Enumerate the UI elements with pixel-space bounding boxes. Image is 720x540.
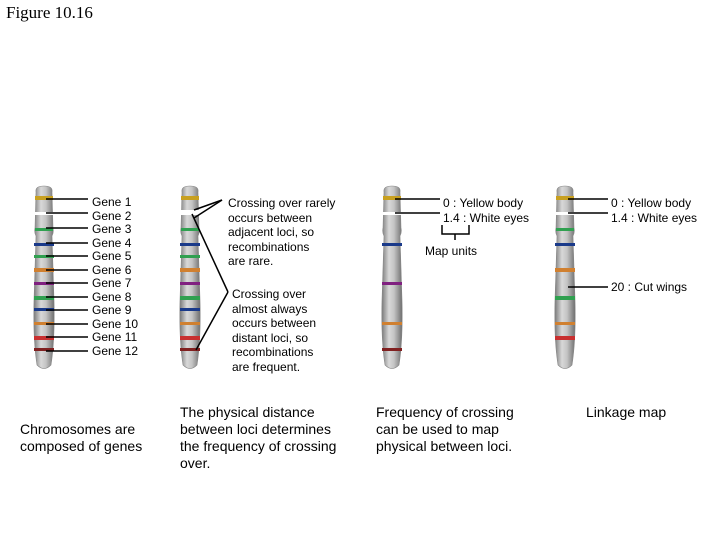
gene-label: Gene 2 [92,208,132,223]
caption-panel3: Frequency of crossing can be used to map… [376,404,514,454]
chromosome-1 [33,185,55,369]
gene-label: Gene 11 [92,330,138,344]
gene-label: Gene 3 [92,222,132,236]
gene-label: Gene 7 [92,276,132,290]
gene-leader-lines [46,198,88,352]
note-rare-crossover: Crossing over rarely occurs between adja… [228,196,336,268]
gene-list: Gene 1 Gene 2 Gene 3 Gene 4 Gene 5 Gene … [92,195,139,358]
map-units-label: Map units [425,244,478,258]
gene-label: Gene 10 [92,316,139,331]
crossover-pointer-lines [191,199,229,351]
chromosome-3 [381,185,403,369]
caption-panel4: Linkage map [586,404,667,420]
figure-title: Figure 10.16 [6,3,93,22]
locus-white-eyes: 1.4 : White eyes [611,210,698,225]
gene-label: Gene 4 [92,235,132,250]
gene-label: Gene 5 [92,249,132,263]
loci-labels-panel4: 0 : Yellow body 1.4 : White eyes [611,196,697,225]
gene-label: Gene 9 [92,303,132,317]
locus-yellow-body: 0 : Yellow body [611,196,692,210]
chromosome-4 [554,185,576,369]
caption-panel1: Chromosomes are composed of genes [20,421,143,454]
map-units-bracket [441,225,470,240]
gene-label: Gene 8 [92,289,132,304]
chromosome-2 [179,185,201,369]
locus-lines-3 [395,198,440,214]
gene-label: Gene 6 [92,262,132,277]
locus-white-eyes: 1.4 : White eyes [443,210,530,225]
locus-yellow-body: 0 : Yellow body [443,196,524,210]
gene-label: Gene 1 [92,195,132,209]
gene-label: Gene 12 [92,343,139,358]
locus-lines-4 [568,198,608,288]
locus-cut-wings: 20 : Cut wings [611,280,688,294]
loci-labels-panel3: 0 : Yellow body 1.4 : White eyes [443,196,529,225]
note-frequent-crossover: Crossing over almost always occurs betwe… [232,287,317,374]
caption-panel2: The physical distance between loci deter… [180,404,337,471]
